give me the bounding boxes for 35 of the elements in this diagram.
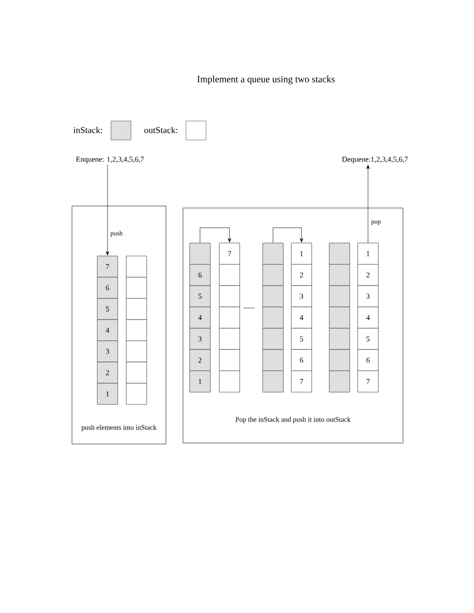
stack-cell	[262, 306, 284, 328]
stack-cell	[262, 349, 284, 371]
stack-cell	[219, 264, 240, 286]
arrow	[366, 164, 370, 243]
stack-cell	[219, 349, 240, 371]
stack-cell	[190, 242, 210, 264]
stack-cell	[219, 285, 240, 308]
stack-cell	[262, 242, 284, 264]
stack-cell	[262, 285, 284, 308]
stack-cell	[329, 349, 350, 371]
stack-cell	[126, 298, 147, 320]
stack-cell	[126, 277, 147, 299]
arrow	[272, 228, 304, 243]
stack-cell	[126, 256, 147, 278]
stack-cell	[219, 306, 240, 328]
legend-label: inStack:	[73, 126, 102, 134]
stack-cell	[329, 370, 350, 392]
stack-cell	[329, 328, 350, 350]
legend-label: outStack:	[144, 126, 178, 134]
stack-cell	[262, 264, 284, 286]
stack-cell	[329, 306, 350, 328]
stack-cell	[126, 340, 147, 362]
stack-cell	[126, 362, 147, 384]
stack-cell	[262, 370, 284, 392]
arrow	[106, 164, 110, 256]
stack-cell	[219, 328, 240, 350]
stack-cell	[329, 242, 350, 264]
stack-cell	[329, 285, 350, 308]
stack-cell	[126, 383, 147, 405]
stack-cell	[262, 328, 284, 350]
stack-cell	[126, 319, 147, 341]
stack-cell	[329, 264, 350, 286]
title: Implement a queue using two stacks	[197, 76, 335, 84]
stack-cell	[219, 370, 240, 392]
arrow	[200, 228, 232, 243]
